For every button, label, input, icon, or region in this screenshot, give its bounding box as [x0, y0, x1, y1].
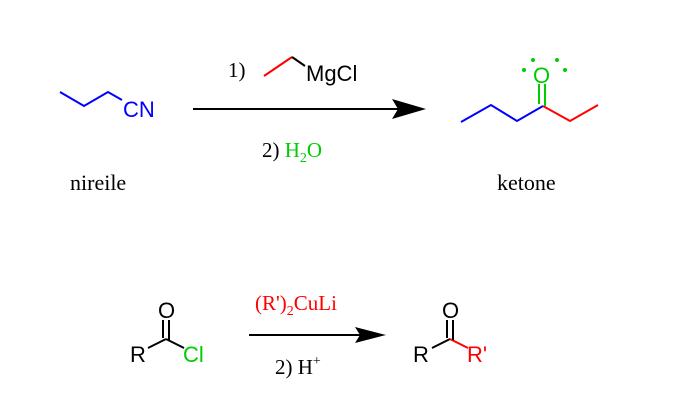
grignard-reagent: MgCl	[306, 61, 357, 86]
reactant-label: nireile	[70, 170, 126, 195]
step2-reagent: 2) H2O	[262, 138, 322, 166]
acyl-oxygen: O	[158, 298, 175, 323]
acid-workup: 2) H+	[275, 354, 321, 379]
product-r-prime: R'	[467, 342, 487, 367]
product-label: ketone	[497, 170, 556, 195]
nitrile-chain	[59, 90, 123, 108]
ketone-ethyl-chain	[542, 104, 599, 123]
cuprate-reagent: (R')2CuLi	[255, 291, 337, 319]
nitrile-group: CN	[123, 97, 155, 122]
acyl-chlorine: Cl	[183, 342, 204, 367]
arrowhead-2	[355, 327, 386, 343]
lone-pair-dots	[522, 58, 567, 72]
acyl-r: R	[130, 342, 146, 367]
acyl-bond-r	[147, 338, 167, 349]
product-r: R	[413, 342, 429, 367]
ethyl-bond-to-mg	[291, 56, 306, 67]
product-bond-r	[431, 338, 451, 349]
ethyl-group	[263, 56, 293, 77]
product-bond-r2	[449, 338, 469, 349]
ketone-propyl-chain	[460, 103, 544, 123]
acyl-bond-cl	[165, 338, 185, 349]
arrowhead-1	[392, 99, 426, 119]
step1-number: 1)	[228, 58, 246, 82]
product-oxygen: O	[442, 298, 459, 323]
ketone-oxygen: O	[533, 63, 550, 88]
